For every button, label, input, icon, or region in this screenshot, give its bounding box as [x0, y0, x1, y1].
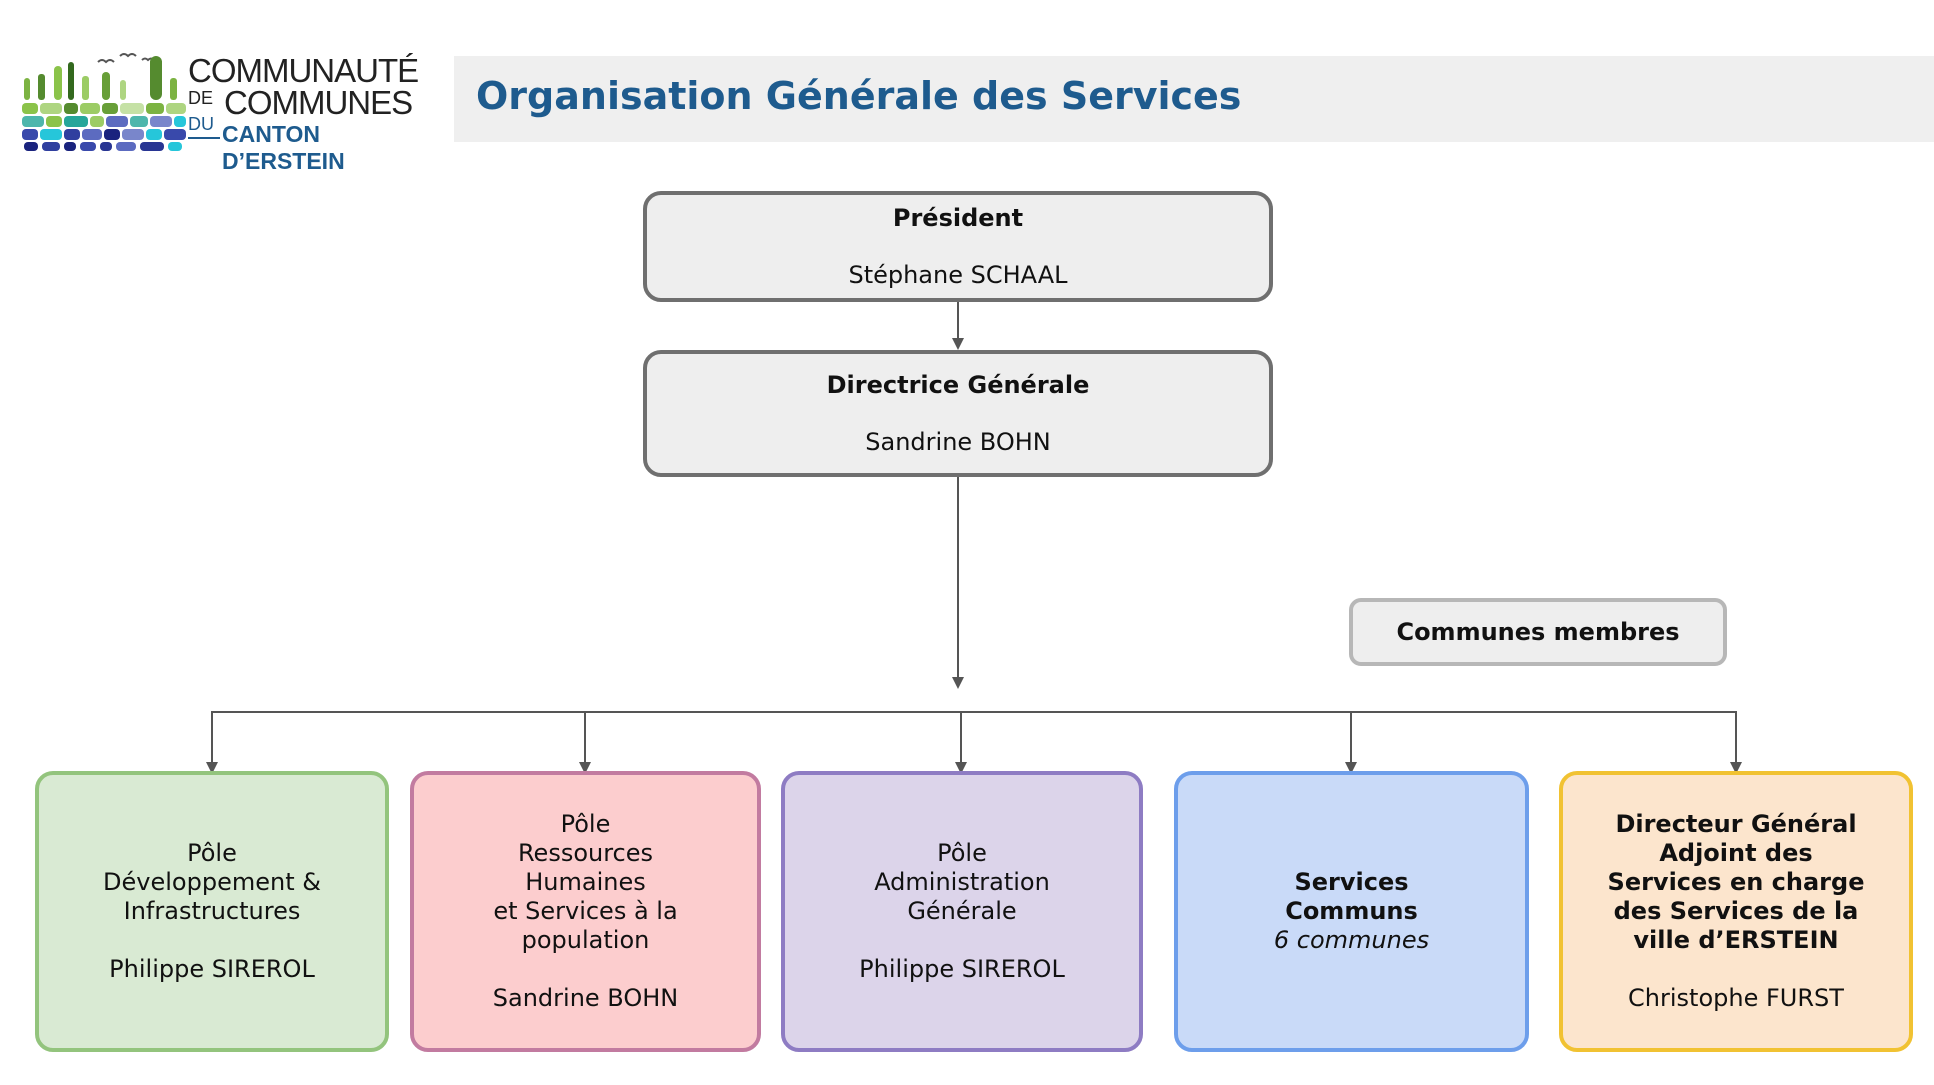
pole-title: Pôle Développement & Infrastructures: [103, 839, 321, 925]
logo-text-de: DE: [188, 88, 214, 108]
logo-text-communaute: COMMUNAUTÉ: [188, 52, 419, 89]
president-box: Président Stéphane SCHAAL: [643, 191, 1273, 302]
pole-manager-name: Christophe FURST: [1628, 984, 1844, 1012]
pole-title: Services Communs: [1285, 868, 1418, 925]
services-communs-box: Services Communs 6 communes: [1174, 771, 1529, 1052]
president-role: Président: [892, 203, 1024, 232]
director-name: Sandrine BOHN: [865, 427, 1051, 456]
pole-title: Directeur Général Adjoint des Services e…: [1607, 810, 1865, 954]
president-name: Stéphane SCHAAL: [848, 260, 1068, 289]
pole-manager-name: Philippe SIREROL: [109, 955, 315, 983]
pole-title: Pôle Ressources Humaines et Services à l…: [493, 810, 678, 954]
ccce-logo: COMMUNAUTÉ DE COMMUNES DU CANTON D’ERSTE…: [20, 48, 440, 174]
logo-underline: [188, 137, 220, 139]
dga-ville-erstein-box: Directeur Général Adjoint des Services e…: [1559, 771, 1913, 1052]
director-box: Directrice Générale Sandrine BOHN: [643, 350, 1273, 477]
header-band: Organisation Générale des Services: [454, 56, 1934, 142]
pole-subtitle: 6 communes: [1273, 926, 1430, 954]
pole-manager-name: Philippe SIREROL: [859, 955, 1065, 983]
logo-text-canton: CANTON D’ERSTEIN: [222, 121, 345, 174]
logo-text-du: DU: [188, 114, 214, 134]
logo-text-communes: COMMUNES: [224, 84, 413, 121]
pole-title: Pôle Administration Générale: [874, 839, 1050, 925]
communes-membres-box: Communes membres: [1349, 598, 1727, 666]
logo-mosaic-icon: [22, 53, 186, 151]
director-role: Directrice Générale: [826, 370, 1090, 399]
page-title: Organisation Générale des Services: [476, 74, 1242, 118]
pole-ressources-humaines-box: Pôle Ressources Humaines et Services à l…: [410, 771, 761, 1052]
pole-developpement-box: Pôle Développement & Infrastructures Phi…: [35, 771, 389, 1052]
connector-horizontal-bus: [211, 711, 1737, 770]
pole-manager-name: Sandrine BOHN: [492, 984, 679, 1012]
communes-membres-label: Communes membres: [1396, 617, 1680, 646]
pole-administration-box: Pôle Administration Générale Philippe SI…: [781, 771, 1143, 1052]
